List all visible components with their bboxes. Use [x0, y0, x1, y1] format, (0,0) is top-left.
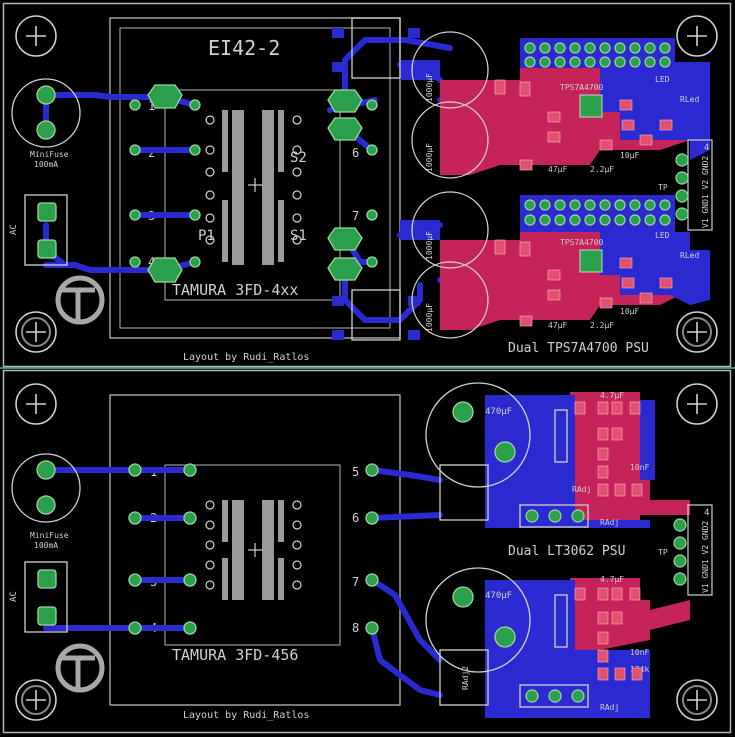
cap-label: 470µF [485, 407, 512, 417]
rectifier-bridge-top-1 [351, 17, 401, 79]
mounting-hole-icon [15, 383, 57, 425]
cap-label: 47µF [548, 165, 567, 174]
rectifier-bridge-top-2 [351, 289, 401, 341]
mounting-holes [15, 15, 718, 721]
regulator-ic [579, 249, 603, 273]
winding-p1-label: P1 [198, 228, 215, 244]
psu-title-top: Dual TPS7A4700 PSU [508, 341, 649, 356]
regulator-ic [579, 94, 603, 118]
transformer-model-top: TAMURA 3FD-4xx [172, 281, 298, 299]
mounting-hole-icon [676, 383, 718, 425]
bottom-board-outline [2, 369, 732, 734]
capacitor-1000uf [411, 261, 489, 339]
ac-label-bottom: AC [9, 591, 19, 602]
mounting-hole-icon [676, 15, 718, 57]
transformer-title-top: EI42-2 [208, 36, 280, 60]
tp-label: TP [658, 548, 668, 557]
regulator-lt3062 [439, 464, 489, 521]
cap-label: 2.2µF [590, 321, 614, 330]
header-pin-label: 4 [704, 143, 709, 153]
regulator-label: TPS7A4700 [560, 83, 604, 92]
led-label: LED [655, 75, 670, 84]
rudi-ratlos-logo-icon [55, 643, 105, 693]
ac-connector-bottom [24, 561, 68, 633]
layout-credit-bottom: Layout by Rudi_Ratlos [183, 710, 309, 721]
capacitor-1000uf [411, 101, 489, 179]
minifuse-top [11, 78, 81, 148]
fuse-rating-top: 100mA [34, 160, 58, 169]
output-header-label: V1 GND1 V2 GND2 [701, 156, 710, 228]
radj-label: RAdj [600, 703, 619, 712]
ac-label-top: AC [9, 224, 19, 235]
led-label: LED [655, 231, 670, 240]
cap-label: 1000µF [425, 231, 434, 260]
cap-label: 10nF [630, 463, 649, 472]
output-connector-top [687, 139, 713, 231]
layout-credit-top: Layout by Rudi_Ratlos [183, 352, 309, 363]
mounting-hole-icon [15, 311, 57, 353]
secondary-pin-label: 6 [352, 511, 359, 525]
mounting-hole-icon [676, 311, 718, 353]
regulator-label: TPS7A4700 [560, 238, 604, 247]
winding-s2-label: S2 [290, 150, 307, 166]
cap-label: 1000µF [425, 73, 434, 102]
capacitor-1000uf [411, 191, 489, 269]
output-connector-bottom [687, 504, 713, 596]
cap-label: 10nF [630, 648, 649, 657]
top-board-outline [2, 2, 732, 368]
cap-label: 4.7µF [600, 391, 624, 400]
cap-label: 1000µF [425, 303, 434, 332]
ac-connector-top [24, 194, 68, 266]
primary-pin-label: 1 [148, 99, 155, 113]
secondary-pin-label: 6 [352, 146, 359, 160]
cap-label: 10µF [620, 151, 639, 160]
rudi-ratlos-logo-icon [55, 275, 105, 325]
tp-label: TP [658, 183, 668, 192]
cap-label: 10µF [620, 307, 639, 316]
secondary-pin-label: 5 [352, 465, 359, 479]
minifuse-bottom [11, 453, 81, 523]
rled-label: RLed [680, 95, 699, 104]
secondary-pin-label: 8 [352, 621, 359, 635]
transformer-outline-top [109, 17, 401, 339]
winding-s1-label: S1 [290, 228, 307, 244]
cap-label: 4.7µF [600, 575, 624, 584]
regulator-lt3062 [439, 649, 489, 706]
capacitor-470uf [425, 567, 531, 673]
cap-label: 1000µF [425, 143, 434, 172]
header-pin-label: 4 [704, 508, 709, 518]
radj-label: RAdj [572, 485, 591, 494]
mounting-hole-icon [676, 679, 718, 721]
cap-label: 470µF [485, 591, 512, 601]
mounting-hole-icon [15, 679, 57, 721]
fuse-rating-bottom: 100mA [34, 541, 58, 550]
capacitor-470uf [425, 382, 531, 488]
psu-title-bottom: Dual LT3062 PSU [508, 544, 625, 559]
primary-pin-label: 4 [148, 255, 155, 269]
fuse-label-top: MiniFuse [30, 150, 69, 159]
rled-label: RLed [680, 251, 699, 260]
capacitor-1000uf [411, 31, 489, 109]
secondary-pin-label: 7 [352, 575, 359, 589]
transformer-outline-bottom [109, 394, 401, 706]
secondary-pin-label: 7 [352, 209, 359, 223]
output-header-label: V1 GND1 V2 GND2 [701, 521, 710, 593]
cap-label: 47µF [548, 321, 567, 330]
transformer-model-bottom: TAMURA 3FD-456 [172, 646, 298, 664]
radj2-label: RAdj2 [461, 666, 470, 690]
radj-label: RAdj [600, 518, 619, 527]
cap-label: 2.2µF [590, 165, 614, 174]
mounting-hole-icon [15, 15, 57, 57]
fuse-label-bottom: MiniFuse [30, 531, 69, 540]
